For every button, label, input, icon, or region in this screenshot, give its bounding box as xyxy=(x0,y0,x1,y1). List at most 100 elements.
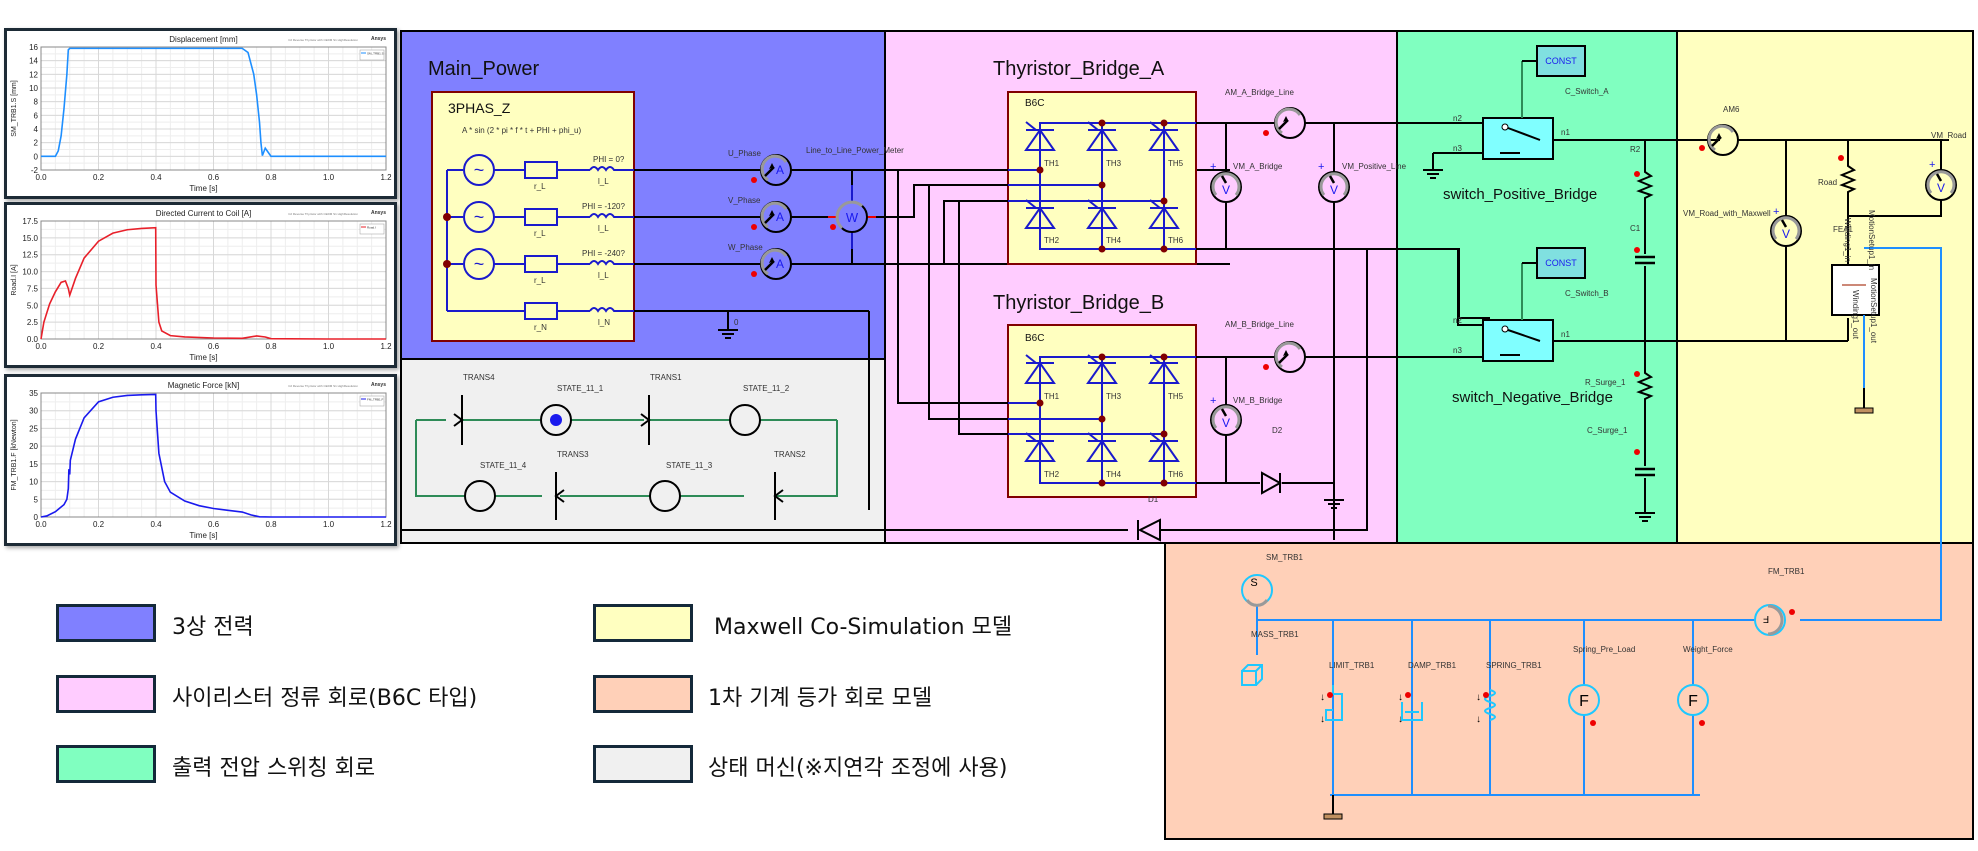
r-l-label-2: r_L xyxy=(534,229,546,238)
legend-box xyxy=(359,223,385,235)
switch-b-n3: n3 xyxy=(1453,346,1462,355)
switch-b-n1: n1 xyxy=(1561,330,1570,339)
vm-road-with-maxwell[interactable] xyxy=(1769,214,1803,248)
vm-positive-line-label: VM_Positive_Line xyxy=(1342,162,1407,171)
x-tick-label: 0.2 xyxy=(93,173,105,182)
const-block-a[interactable]: CONST xyxy=(1536,45,1586,77)
r-l-label-1: r_L xyxy=(534,182,546,191)
series-line xyxy=(40,226,386,340)
mass-trb1-label: MASS_TRB1 xyxy=(1251,630,1299,639)
legend-label-maxwell: Maxwell Co-Simulation 모델 xyxy=(714,615,1013,640)
svg-text:+: + xyxy=(1210,161,1216,173)
const-block-b[interactable]: CONST xyxy=(1536,247,1586,279)
legend-swatch-maxwell xyxy=(593,604,693,642)
mass-trb1[interactable] xyxy=(1241,664,1263,686)
state-machine-graph xyxy=(415,419,838,497)
trans4-label: TRANS4 xyxy=(463,373,495,382)
switch-positive-bridge[interactable] xyxy=(1482,117,1554,160)
am-a-bridge-line[interactable] xyxy=(1273,106,1307,140)
bridge-b-th3: TH3 xyxy=(1106,392,1122,401)
brand-logo: Ansys xyxy=(371,36,386,42)
x-tick-label: 0.4 xyxy=(150,173,162,182)
weight-force-source[interactable]: F xyxy=(1677,684,1709,716)
am-b-bridge-line[interactable] xyxy=(1273,340,1307,374)
diode-d1[interactable] xyxy=(1137,518,1161,542)
spring-trb1[interactable] xyxy=(1484,689,1496,721)
am-a-bridge-line-label: AM_A_Bridge_Line xyxy=(1225,88,1294,97)
port-winding1-in: Winding1_in xyxy=(1843,218,1852,263)
damp-trb1-label: DAMP_TRB1 xyxy=(1408,661,1457,670)
series-line xyxy=(40,393,386,518)
bridge-b-title: Thyristor_Bridge_B xyxy=(993,292,1165,314)
d2-label: D2 xyxy=(1272,426,1283,435)
y-tick-label: 10 xyxy=(29,478,38,487)
x-tick-label: 0.0 xyxy=(35,173,47,182)
x-tick-label: 0.8 xyxy=(265,173,277,182)
svg-text:↓: ↓ xyxy=(1320,692,1325,703)
fm-trb1-meter[interactable]: F xyxy=(1754,604,1786,636)
sm-trb1-sensor[interactable]: S xyxy=(1241,574,1273,607)
spring-trb1-label: SPRING_TRB1 xyxy=(1486,661,1542,670)
x-axis-label: Time [s] xyxy=(189,531,217,540)
brand-logo: Ansys xyxy=(371,382,386,388)
y-tick-label: 15.0 xyxy=(22,234,38,243)
trans3-label: TRANS3 xyxy=(557,450,589,459)
svg-text:↓: ↓ xyxy=(1476,714,1481,725)
limit-trb1[interactable] xyxy=(1325,685,1343,721)
bridge-a-b6c: B6C xyxy=(1025,98,1045,109)
x-tick-label: 1.0 xyxy=(323,173,335,182)
legend-label-mechanical: 1차 기계 등가 회로 모델 xyxy=(708,686,933,711)
vm-road[interactable] xyxy=(1924,168,1958,202)
r-n-label: r_N xyxy=(534,323,547,332)
source-formula: A * sin (2 * pi * f * t + PHI + phi_u) xyxy=(462,126,582,135)
r2-label: R2 xyxy=(1630,145,1641,154)
am-b-bridge-line-label: AM_B_Bridge_Line xyxy=(1225,320,1294,329)
x-tick-label: 0.8 xyxy=(265,342,277,351)
legend-label-thyristor: 사이리스터 정류 회로(B6C 타입) xyxy=(172,686,478,711)
x-axis-label: Time [s] xyxy=(189,353,217,362)
x-tick-label: 1.2 xyxy=(380,520,392,529)
region-maxwell-cosim xyxy=(1676,30,1974,544)
svg-text:W: W xyxy=(846,210,859,225)
spring-pre-load-source[interactable]: F xyxy=(1568,684,1600,716)
chart-title: Displacement [mm] xyxy=(169,35,237,44)
legend-swatch-mechanical xyxy=(593,675,693,713)
c1-label: C1 xyxy=(1630,224,1641,233)
y-axis-label: FM_TRB1.F [kNewton] xyxy=(11,419,18,490)
vm-positive-line[interactable] xyxy=(1317,170,1351,204)
switch-negative-bridge[interactable] xyxy=(1482,319,1554,362)
c-switch-a-label: C_Switch_A xyxy=(1565,87,1609,96)
legend-swatch-thyristor xyxy=(56,675,156,713)
series-line xyxy=(41,47,386,158)
3phas-z-block[interactable] xyxy=(431,91,635,342)
svg-text:F: F xyxy=(1763,613,1769,624)
svg-text:↓: ↓ xyxy=(1320,714,1325,725)
x-tick-label: 1.0 xyxy=(323,342,335,351)
wattmeter[interactable]: W xyxy=(830,200,868,233)
vm-a-bridge[interactable] xyxy=(1209,170,1243,204)
fea1-block[interactable] xyxy=(1831,264,1880,316)
plot-area xyxy=(40,392,387,518)
damp-trb1[interactable] xyxy=(1401,702,1423,721)
x-tick-label: 0.0 xyxy=(35,520,47,529)
ground-label: 0 xyxy=(734,318,739,327)
y-tick-label: 10.0 xyxy=(22,268,38,277)
bridge-b-th6: TH6 xyxy=(1168,470,1184,479)
y-tick-label: 15 xyxy=(29,460,38,469)
x-tick-label: 0.6 xyxy=(208,173,220,182)
fm-trb1-label: FM_TRB1 xyxy=(1768,567,1805,576)
diode-d2[interactable] xyxy=(1261,471,1283,495)
chart-subtitle: C2 Reverse Thyristor with CEDM S1 HighRe… xyxy=(288,38,358,42)
vm-b-bridge[interactable] xyxy=(1209,403,1243,437)
y-tick-label: 17.5 xyxy=(22,217,38,226)
y-tick-label: 14 xyxy=(29,57,38,66)
svg-text:+: + xyxy=(1210,395,1216,407)
legend-box xyxy=(359,395,385,407)
y-tick-label: 6 xyxy=(34,111,39,120)
switch-a-n3: n3 xyxy=(1453,144,1462,153)
svg-text:~: ~ xyxy=(474,207,485,227)
y-tick-label: 20 xyxy=(29,442,38,451)
c-surge-1-label: C_Surge_1 xyxy=(1587,426,1628,435)
